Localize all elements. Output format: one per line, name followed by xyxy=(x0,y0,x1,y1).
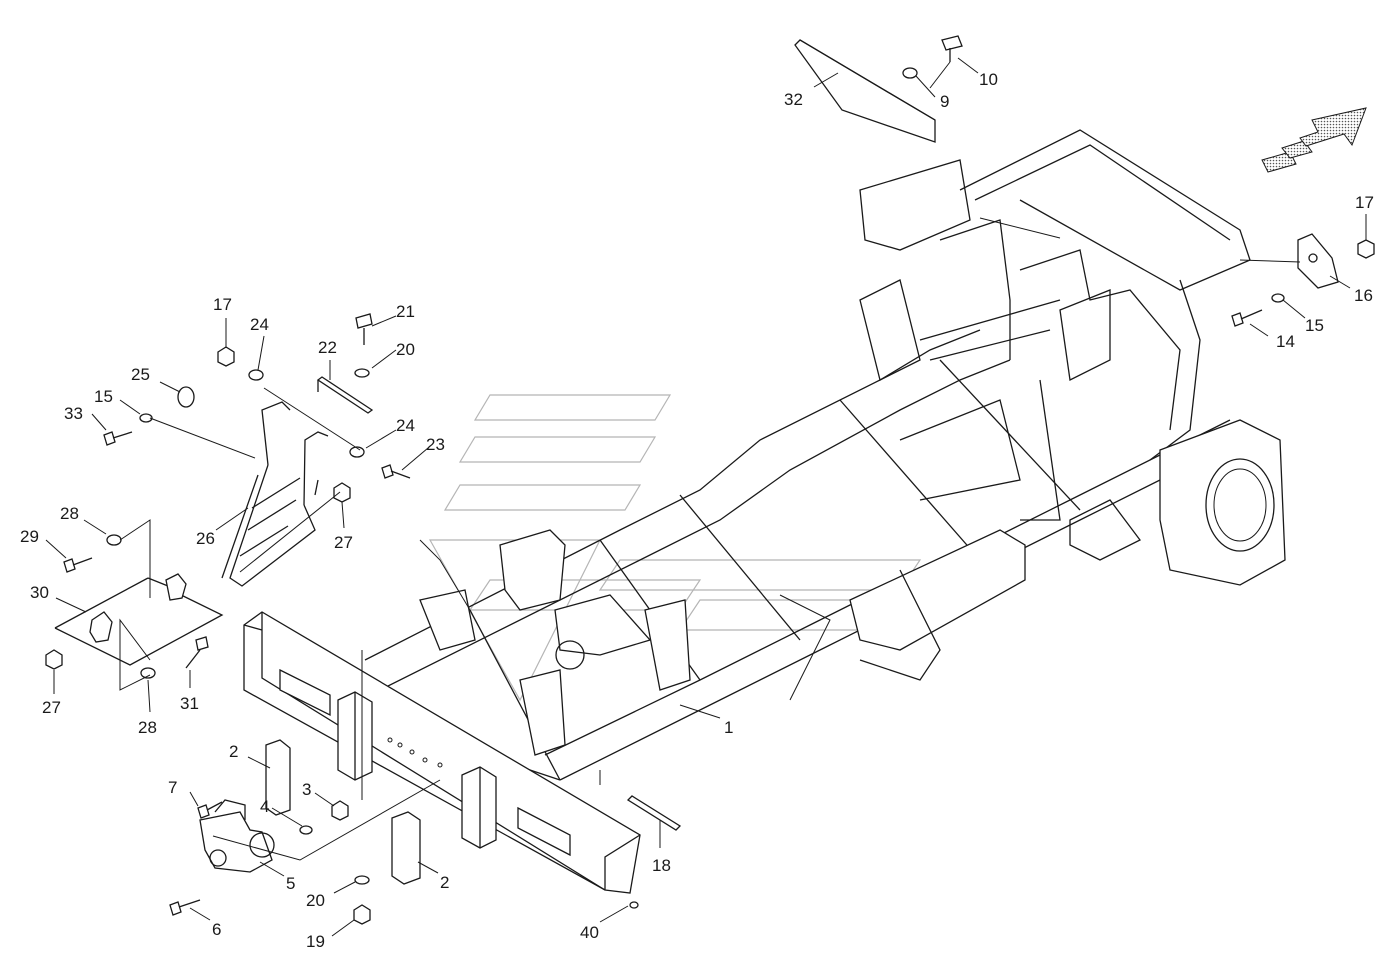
part-label-2: 2 xyxy=(229,742,238,761)
step-plate xyxy=(54,573,224,666)
part-label-17: 17 xyxy=(213,295,232,314)
leader-lines xyxy=(45,57,1367,937)
part-label-16: 16 xyxy=(1354,286,1373,305)
part-label-14: 14 xyxy=(1276,332,1295,351)
part-label-26: 26 xyxy=(196,529,215,548)
bumper-pad-left xyxy=(265,691,373,816)
part-label-4: 4 xyxy=(260,797,269,816)
part-label-22: 22 xyxy=(318,338,337,357)
main-frame-assembly xyxy=(364,129,1286,785)
part-label-3: 3 xyxy=(302,780,311,799)
part-label-20: 20 xyxy=(306,891,325,910)
part-label-25: 25 xyxy=(131,365,150,384)
part-label-15: 15 xyxy=(1305,316,1324,335)
part-label-29: 29 xyxy=(20,527,39,546)
rear-bumper xyxy=(243,611,641,894)
part-label-30: 30 xyxy=(30,583,49,602)
part-label-27: 27 xyxy=(334,533,353,552)
part-label-10: 10 xyxy=(979,70,998,89)
side-bracket xyxy=(1297,233,1339,289)
part-label-28: 28 xyxy=(60,504,79,523)
part-label-31: 31 xyxy=(180,694,199,713)
part-label-28: 28 xyxy=(138,718,157,737)
part-label-6: 6 xyxy=(212,920,221,939)
rod-22 xyxy=(316,376,374,414)
part-label-21: 21 xyxy=(396,302,415,321)
part-label-17: 17 xyxy=(1355,193,1374,212)
part-number-labels: 1 2 2 3 4 5 6 7 9 10 14 15 15 16 17 17 1… xyxy=(20,70,1374,951)
top-rail xyxy=(794,39,936,143)
part-label-20: 20 xyxy=(396,340,415,359)
part-label-5: 5 xyxy=(286,874,295,893)
bumper-pad-right xyxy=(391,766,497,885)
part-label-32: 32 xyxy=(784,90,803,109)
part-label-18: 18 xyxy=(652,856,671,875)
part-label-40: 40 xyxy=(580,923,599,942)
part-label-27: 27 xyxy=(42,698,61,717)
part-label-7: 7 xyxy=(168,778,177,797)
part-label-9: 9 xyxy=(940,92,949,111)
part-label-23: 23 xyxy=(426,435,445,454)
part-label-24: 24 xyxy=(250,315,269,334)
part-label-1: 1 xyxy=(724,718,733,737)
direction-arrow-icon xyxy=(1261,107,1367,173)
part-label-19: 19 xyxy=(306,932,325,951)
rod-18 xyxy=(626,795,682,831)
part-label-2: 2 xyxy=(440,873,449,892)
part-label-24: 24 xyxy=(396,416,415,435)
access-ladder xyxy=(221,401,329,587)
part-label-33: 33 xyxy=(64,404,83,423)
part-label-15: 15 xyxy=(94,387,113,406)
